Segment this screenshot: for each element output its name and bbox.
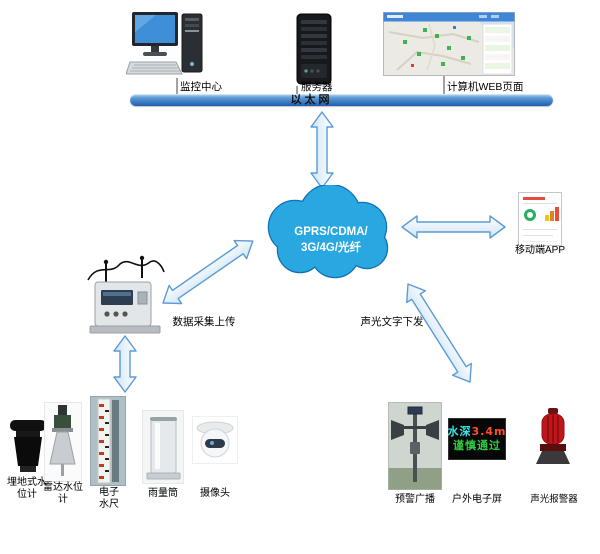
app-donut-chart [524, 209, 536, 221]
ethernet-label: 以 太 网 [290, 94, 330, 106]
led-depth-label: 水深 [447, 425, 472, 438]
outdoor-led-screen: 水深3.4m 谨慎通过 [448, 418, 506, 460]
arrow-rtu-cloud [162, 239, 254, 305]
rtu-datalogger-icon [87, 255, 165, 334]
app-divider [523, 229, 557, 230]
led-line2: 谨慎通过 [453, 439, 501, 452]
output-label: 户外电子屏 [452, 494, 502, 505]
app-header-bar [523, 197, 545, 200]
cloud-label-line2: 3G/4G/光纤 [301, 240, 362, 254]
arrow-ethernet-cloud [310, 111, 334, 189]
mobile-app-label: 移动端APP [514, 245, 565, 256]
app-divider [523, 241, 557, 242]
ethernet-bus-bar [130, 94, 553, 106]
sensor-label: 电子水尺 [99, 487, 119, 510]
arrow-cloud-outputs [406, 283, 472, 383]
buried-water-level-gauge-icon [10, 420, 46, 472]
server-icon [296, 13, 332, 85]
gprs-cloud: GPRS/CDMA/ 3G/4G/光纤 [267, 185, 389, 279]
web-page-label: 计算机WEB页面 [447, 81, 524, 93]
workstation-icon [126, 12, 203, 75]
web-map-screenshot [383, 12, 515, 76]
led-depth-value: 3.4m [471, 425, 507, 438]
downlink-label: 声光文字下发 [360, 316, 424, 328]
warning-broadcast-icon [388, 402, 442, 490]
output-label: 声光报警器 [530, 494, 578, 505]
app-bar-chart [550, 211, 554, 221]
app-bar-chart [555, 207, 559, 221]
sensor-label: 摄像头 [200, 488, 230, 499]
sensor-label: 雨量筒 [148, 488, 178, 499]
rain-gauge-icon [142, 410, 184, 484]
mobile-app-screenshot [518, 192, 562, 246]
dome-camera-icon [192, 416, 238, 464]
rtu-label: 数据采集上传 [172, 316, 236, 328]
app-bar-chart [545, 215, 549, 221]
sensor-label: 埋地式水位计 [7, 477, 47, 500]
app-divider [523, 235, 553, 236]
radar-water-level-gauge-icon [44, 402, 82, 482]
arrow-rtu-sensors [113, 335, 137, 393]
output-label: 预警广播 [395, 494, 435, 505]
led-line1: 水深3.4m [448, 426, 507, 438]
app-divider [523, 203, 557, 204]
monitoring-center-label: 监控中心 [180, 81, 222, 93]
sensor-label: 雷达水位计 [43, 482, 83, 505]
cloud-label-line1: GPRS/CDMA/ [294, 226, 368, 238]
server-label: 服务器 [301, 81, 333, 93]
arrow-cloud-app [401, 215, 506, 239]
sound-light-alarm-icon [536, 408, 570, 464]
electronic-water-ruler-icon [90, 396, 126, 486]
